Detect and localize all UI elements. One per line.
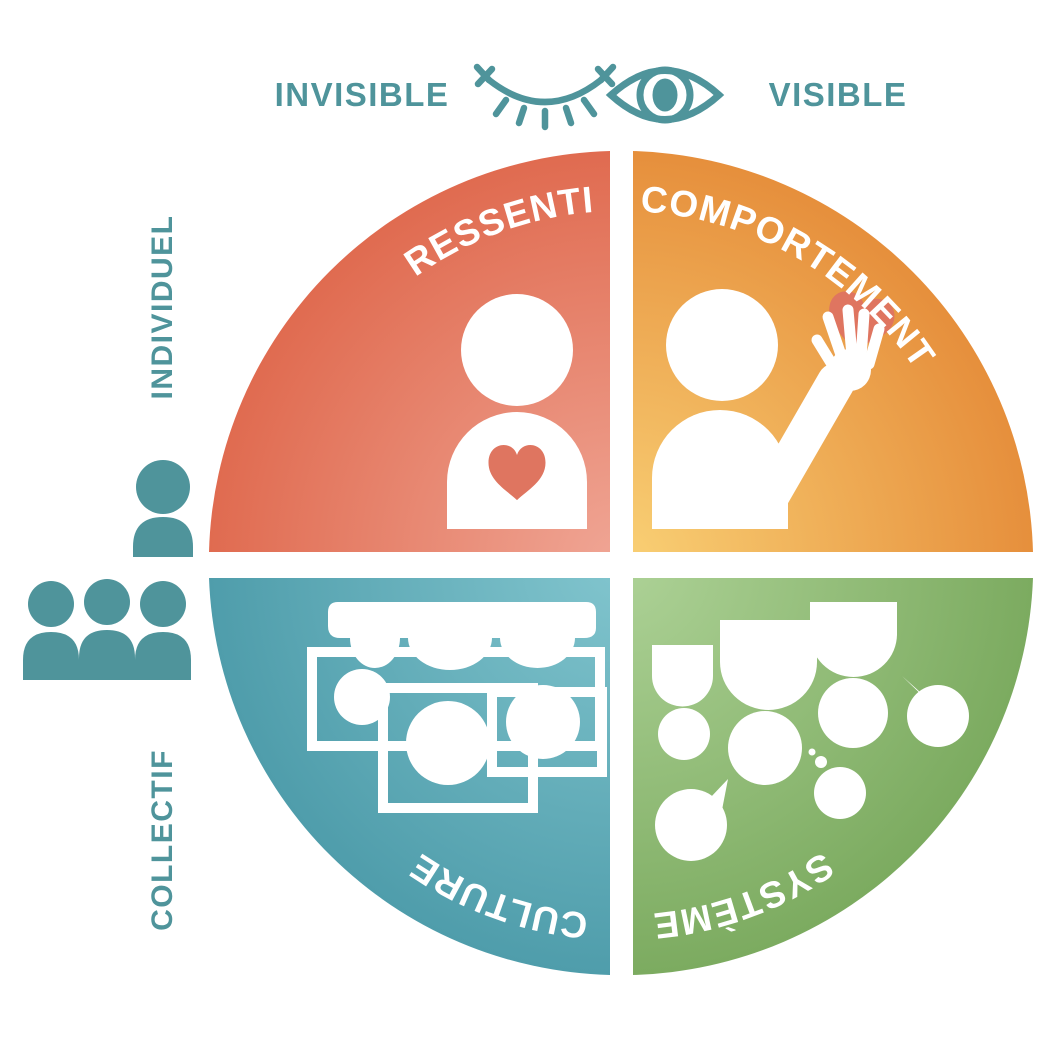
person-waving-hand-icon (652, 287, 899, 529)
circle-quadrants (209, 151, 1033, 975)
connected-bubbles-icon (652, 602, 969, 861)
collectif-label: COLLECTIF (146, 749, 179, 931)
invisible-label: INVISIBLE (275, 76, 450, 113)
visibility-axis-header: INVISIBLE VISIBLE (275, 63, 908, 131)
framed-group-icon (307, 602, 607, 813)
person-with-heart-icon (447, 294, 587, 529)
visible-label: VISIBLE (769, 76, 908, 113)
closed-eye-icon (473, 63, 617, 131)
single-person-icon (133, 460, 193, 557)
open-eye-icon (605, 66, 725, 124)
individuel-label: INDIVIDUEL (146, 214, 179, 399)
three-people-icon (23, 579, 191, 680)
scope-axis: INDIVIDUEL COLLECTIF (23, 214, 193, 931)
